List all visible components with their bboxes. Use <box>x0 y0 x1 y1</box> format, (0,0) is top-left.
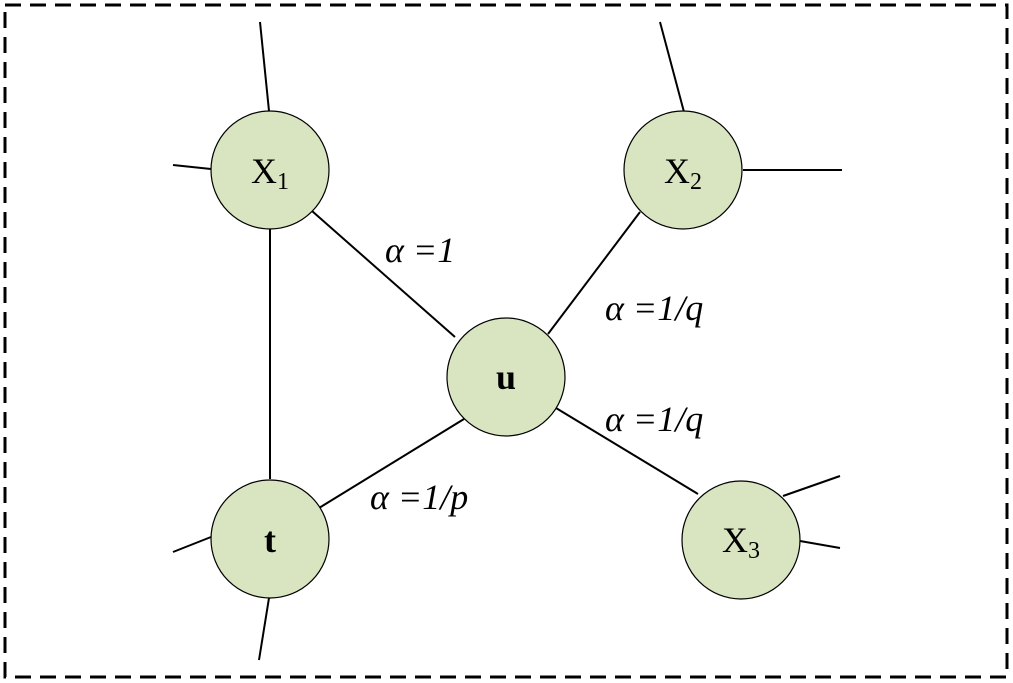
stub-t-left <box>172 536 212 553</box>
dashed-frame <box>3 3 1009 679</box>
edge-u-x3 <box>555 407 699 495</box>
stub-edges <box>172 21 842 661</box>
node-x1-circle <box>210 110 330 230</box>
node-x3-label: X3 <box>722 520 760 564</box>
edge-u-t <box>318 418 465 509</box>
edge-label-u-x1: α =1 <box>385 230 455 270</box>
node-x2: X2 <box>623 110 743 230</box>
node-x3-subscript: 3 <box>748 538 760 564</box>
edge-label-u-t: α =1/p <box>370 477 468 517</box>
node-u-circle <box>446 317 566 437</box>
node-x2-main: X <box>664 151 690 191</box>
node-x3-circle <box>681 480 801 600</box>
stub-x2-top <box>659 21 685 113</box>
node-x1: X1 <box>210 110 330 230</box>
edge-u-x2 <box>547 211 641 335</box>
node-x3-main: X <box>722 520 748 560</box>
edge-label-u-x2: α =1/q <box>605 288 703 328</box>
node-x1-label: X1 <box>251 151 289 195</box>
stub-x3-lower <box>799 540 841 549</box>
node-x2-subscript: 2 <box>690 169 702 195</box>
node-x2-circle <box>623 110 743 230</box>
stub-x1-left <box>172 164 212 170</box>
edge-u-x1 <box>311 210 456 338</box>
stub-t-bottom <box>258 597 270 661</box>
node-u: u <box>446 317 566 437</box>
node-u-label: u <box>496 357 516 397</box>
edges <box>269 210 699 509</box>
edge-label-u-x3: α =1/q <box>605 399 703 439</box>
stub-x1-top <box>259 21 270 112</box>
node-t: t <box>210 479 330 599</box>
node-x2-label: X2 <box>664 151 702 195</box>
node-t-circle <box>210 479 330 599</box>
node-x1-subscript: 1 <box>277 169 289 195</box>
stub-x3-upper <box>782 475 841 497</box>
node-t-label: t <box>264 520 276 560</box>
node-x3: X3 <box>681 480 801 600</box>
node-x1-main: X <box>251 151 277 191</box>
